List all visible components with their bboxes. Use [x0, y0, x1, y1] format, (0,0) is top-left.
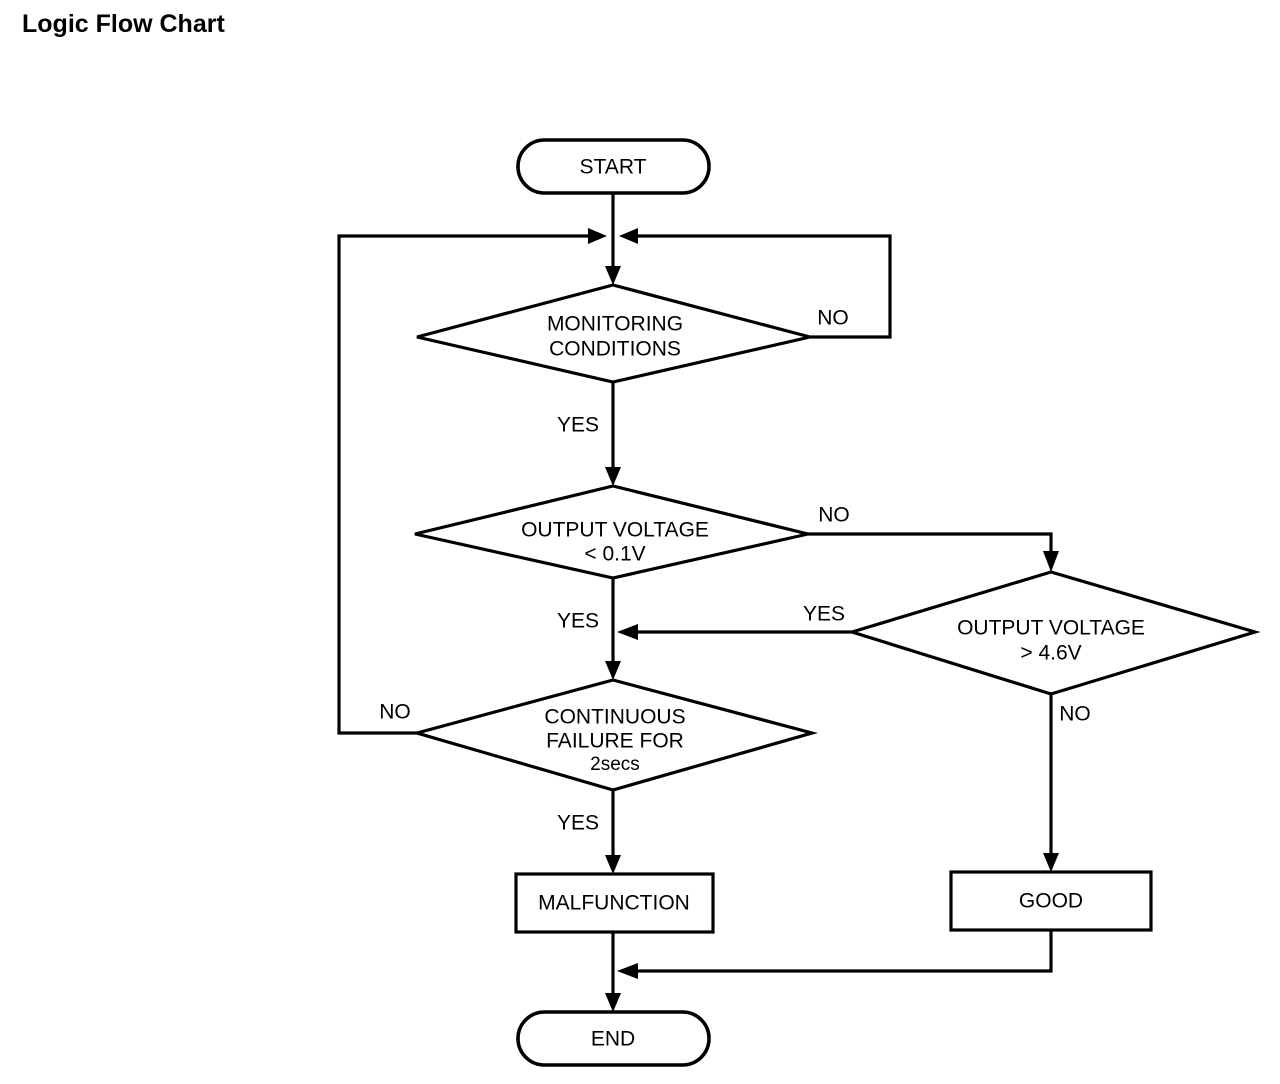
node-output-voltage-high[interactable]: OUTPUT VOLTAGE > 4.6V	[846, 570, 1261, 696]
edge-label-continuous-yes: YES	[557, 812, 599, 835]
edge-continuous-no-loop	[337, 228, 607, 735]
edge-monitoring-yes	[605, 382, 621, 486]
edge-monitoring-no-loop	[619, 228, 892, 339]
edge-voltlow-yes	[605, 578, 621, 680]
node-end[interactable]: END	[516, 1010, 711, 1067]
edge-volthigh-yes	[617, 624, 852, 640]
edge-volthigh-no	[1043, 694, 1059, 872]
node-voltlow-label-line1: OUTPUT VOLTAGE	[521, 519, 709, 542]
node-continuous-label-line1: CONTINUOUS	[544, 706, 685, 729]
node-end-label: END	[591, 1028, 635, 1051]
node-volthigh-label-line2: > 4.6V	[1020, 642, 1081, 665]
node-start[interactable]: START	[516, 138, 711, 195]
node-voltlow-label-line2: < 0.1V	[584, 543, 645, 566]
edge-label-monitoring-no: NO	[817, 307, 849, 330]
node-malfunction[interactable]: MALFUNCTION	[514, 872, 715, 934]
node-continuous-label-line2: FAILURE FOR	[546, 730, 684, 753]
node-output-voltage-low[interactable]: OUTPUT VOLTAGE < 0.1V	[414, 484, 809, 580]
node-malfunction-label: MALFUNCTION	[538, 892, 690, 915]
edge-continuous-yes	[605, 790, 621, 874]
edge-start-to-monitoring	[605, 193, 621, 285]
node-continuous-label-line3: 2secs	[590, 754, 640, 775]
edge-label-voltlow-no: NO	[818, 504, 850, 527]
node-start-label: START	[580, 156, 647, 179]
edge-voltlow-no	[808, 532, 1059, 572]
edge-label-volthigh-no: NO	[1059, 703, 1091, 726]
node-volthigh-label-line1: OUTPUT VOLTAGE	[957, 617, 1145, 640]
node-good[interactable]: GOOD	[949, 870, 1153, 932]
node-continuous-failure[interactable]: CONTINUOUS FAILURE FOR 2secs	[411, 678, 819, 792]
page-title: Logic Flow Chart	[22, 10, 225, 38]
edge-label-volthigh-yes: YES	[803, 603, 845, 626]
edge-label-monitoring-yes: YES	[557, 414, 599, 437]
node-monitoring-label-line2: CONDITIONS	[549, 338, 681, 361]
edge-label-continuous-no: NO	[379, 701, 411, 724]
node-monitoring-conditions[interactable]: MONITORING CONDITIONS	[416, 283, 811, 384]
node-good-label: GOOD	[1019, 890, 1083, 913]
node-monitoring-label-line1: MONITORING	[547, 313, 683, 336]
edge-malfunction-to-end	[605, 932, 621, 1012]
edge-label-voltlow-yes: YES	[557, 610, 599, 633]
edge-good-to-end	[617, 930, 1053, 979]
